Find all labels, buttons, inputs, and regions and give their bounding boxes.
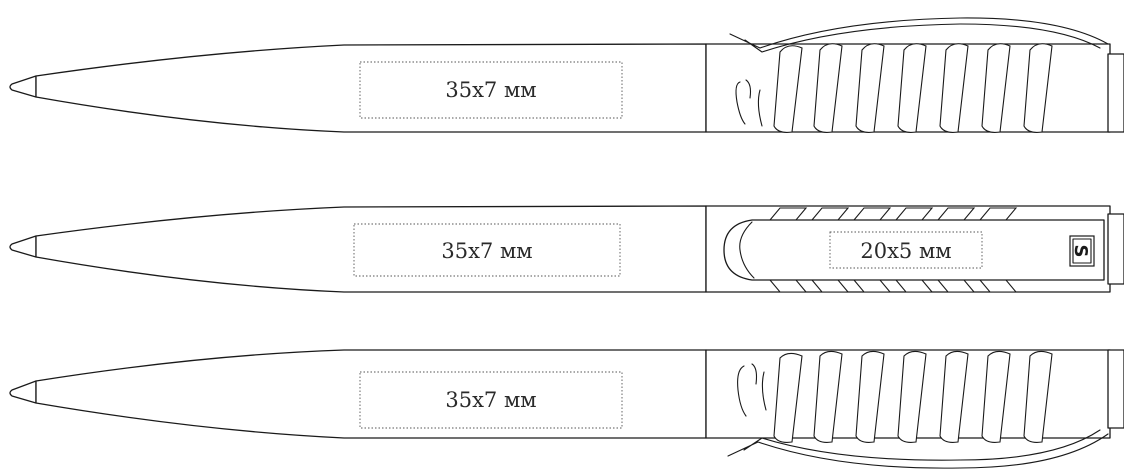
print-zone-3-label: 35x7 мм xyxy=(445,388,536,412)
print-zone-2-label: 35x7 мм xyxy=(441,239,532,263)
pen-front-view: 20x5 мм S 35x7 мм xyxy=(9,205,1124,293)
pen-tip xyxy=(9,75,37,98)
pen-end-cap xyxy=(1107,53,1124,133)
spiral-grip xyxy=(768,207,1018,293)
pen-clip xyxy=(729,17,1109,53)
spiral-grip xyxy=(735,43,1053,133)
clip-curve xyxy=(739,221,755,279)
print-zone-1 xyxy=(359,61,623,119)
clip-print-zone xyxy=(829,231,983,269)
pen-end-cap xyxy=(1107,213,1124,285)
pen-cone-body xyxy=(35,43,707,133)
print-zone-2 xyxy=(353,223,621,277)
pen-side-view-mirrored: 35x7 мм xyxy=(9,349,1124,469)
pen-clip xyxy=(727,429,1109,469)
clip-logo-badge xyxy=(1069,235,1095,267)
pen-clip-front xyxy=(723,219,1105,281)
pen-end-cap xyxy=(1107,349,1124,429)
pen-cone-body xyxy=(35,205,707,293)
pen-side-view: 35x7 мм xyxy=(9,17,1124,133)
print-zone-1-label: 35x7 мм xyxy=(445,78,536,102)
pen-cone-body xyxy=(35,349,707,439)
pen-tip xyxy=(9,380,37,404)
print-zone-3 xyxy=(359,371,623,429)
clip-print-zone-label: 20x5 мм xyxy=(860,239,951,263)
pen-tip xyxy=(9,235,37,258)
spiral-grip xyxy=(737,350,1053,443)
clip-logo-letter: S xyxy=(1070,245,1091,258)
